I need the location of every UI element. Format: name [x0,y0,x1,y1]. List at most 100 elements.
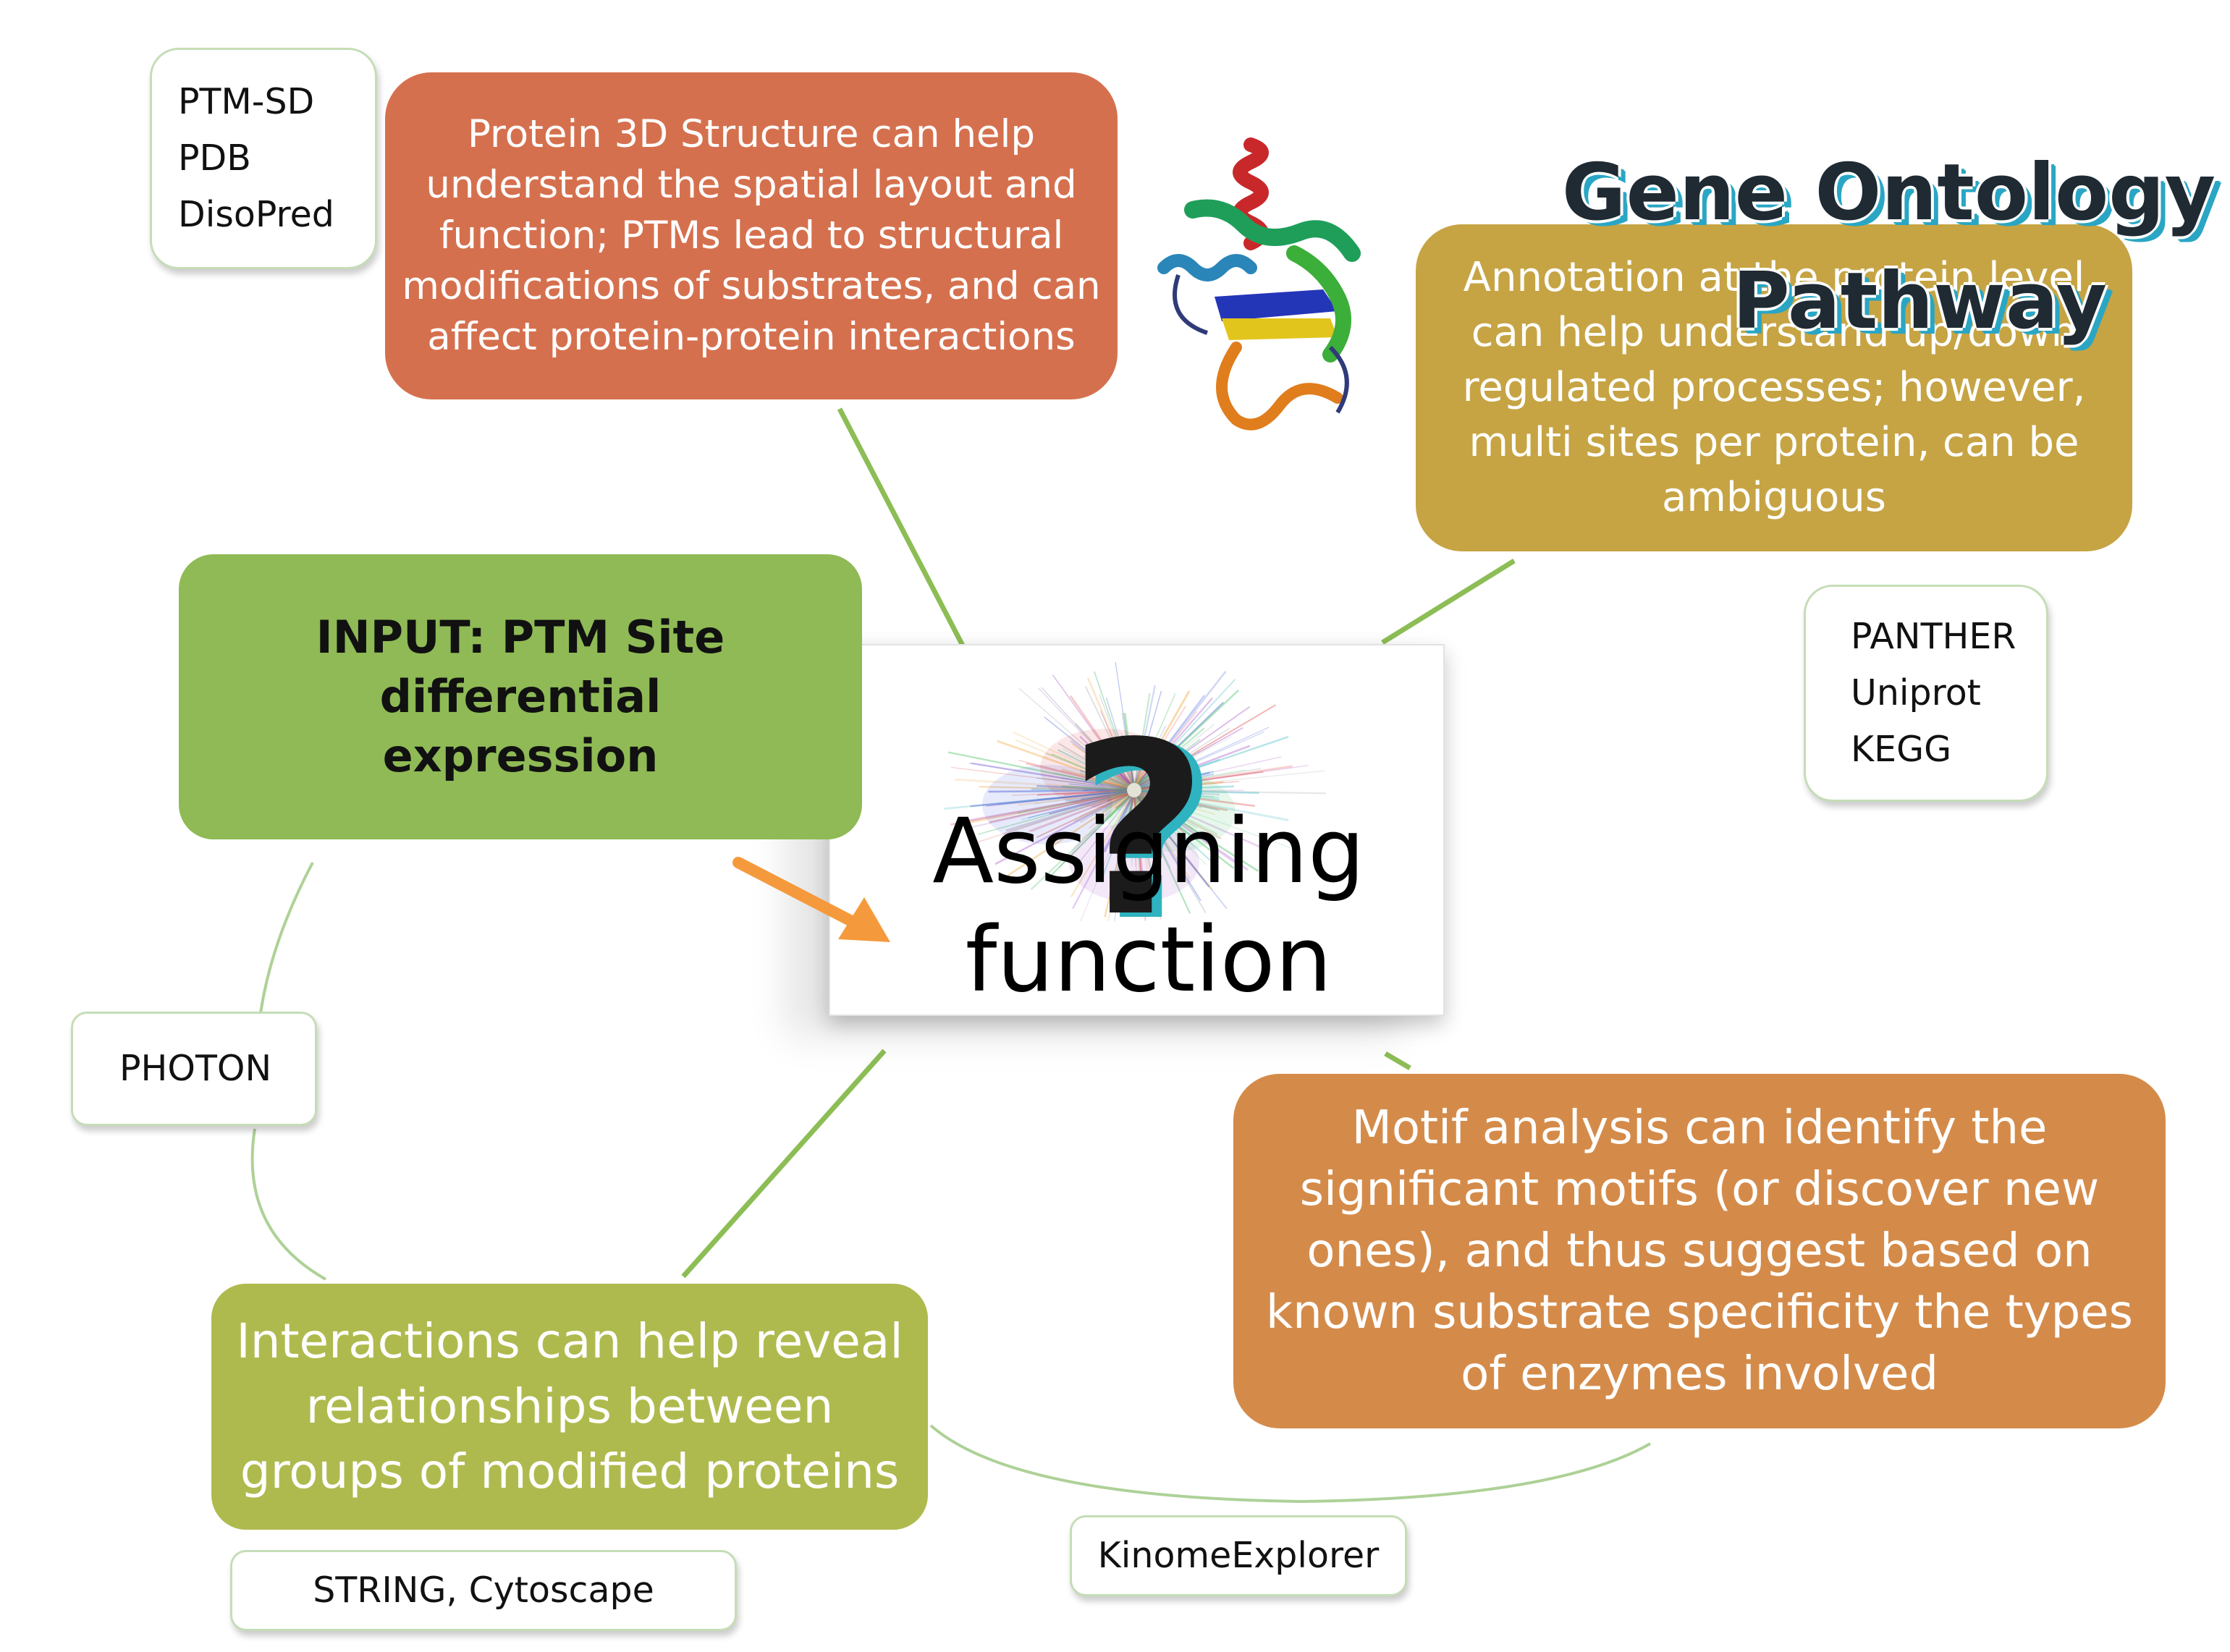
burst-ray [1080,769,1128,788]
burst-ray [1079,772,1128,789]
burst-ray [1139,794,1199,829]
interactions-tools-text: STRING, Cytoscape [313,1570,654,1611]
burst-ray [1074,794,1129,822]
burst-ray [1135,690,1162,784]
burst-ray [1070,740,1131,786]
burst-ray [1140,745,1251,788]
burst-ray [1115,661,1134,784]
burst-ray [1138,795,1196,840]
burst-ray [979,786,1128,791]
sheet-green-2 [1286,245,1351,363]
burst-ray [1136,796,1210,888]
burst-ray [1137,679,1236,785]
protein-structure-image [1157,137,1361,431]
burst-ray [1072,796,1133,910]
burst-ray [1072,743,1130,786]
burst-ray [1118,771,1131,785]
connector-structure [837,407,966,647]
input-node: INPUT: PTM Site differential expression [179,554,862,839]
burst-ray [1104,790,1128,793]
question-mark-icon: ? [1069,691,1208,969]
sheet-blue [1215,289,1338,321]
burst-ray [1051,753,1128,787]
connector-motif [1384,1051,1411,1071]
burst-ray [1136,796,1207,913]
burst-ray [1068,783,1128,790]
burst-ray [1139,766,1172,786]
burst-ray [1135,767,1144,784]
burst-ray [997,740,1128,788]
burst-glow [1069,823,1199,902]
burst-ray [1046,753,1128,787]
burst-ray [1141,769,1246,789]
burst-ray [1110,797,1134,904]
burst-ray [1139,795,1240,867]
gene-ontology-title: Gene Ontology Pathway [1521,30,2216,465]
burst-ray [1133,797,1136,867]
burst-ray [1090,768,1129,787]
burst-ray [1104,797,1134,918]
burst-ray [1139,793,1263,850]
burst-ray [1119,797,1134,851]
burst-ray [1139,706,1251,786]
burst-ray [1060,777,1128,789]
burst-ray [1095,792,1128,802]
input-node-text: INPUT: PTM Site differential expression [316,611,725,782]
burst-ray [1141,790,1220,800]
burst-ray [1112,797,1133,878]
burst-ray [1141,781,1224,790]
burst-ray [1141,783,1192,790]
burst-ray [966,791,1128,824]
burst-ray [1141,789,1326,795]
burst-ray [1141,780,1210,789]
burst-ray [1080,791,1128,800]
burst-ray [994,793,1129,865]
center-title: Assigning function [932,800,1365,1012]
burst-ray [1139,742,1217,787]
burst-ray [1141,785,1235,791]
burst-ray [970,790,1128,808]
burst-ray [1137,796,1152,813]
center-card: ? Assigning function [829,644,1445,1016]
burst-ray [1141,765,1309,789]
burst-ray [1141,783,1162,789]
annotation-tools-text: PANTHER Uniprot KEGG [1851,616,2016,770]
burst-ray [1127,757,1135,784]
burst-ray [1139,795,1179,820]
burst-ray [1053,772,1128,789]
burst-ray [1029,792,1128,832]
burst-ray [1140,792,1177,806]
burst-ray [1119,771,1131,784]
burst-ray [1082,755,1130,786]
burst-ray [988,789,1128,793]
burst-ray [1136,671,1227,784]
burst-ray [1141,771,1215,789]
burst-ray [1136,690,1191,784]
burst-ray [1141,781,1180,789]
burst-ray [1135,755,1148,784]
burst-ray [1141,771,1210,789]
burst-ray [1127,797,1135,839]
burst-ray [1139,704,1276,787]
burst-ray [1139,739,1201,786]
burst-ray [1080,794,1129,823]
burst-ray [1140,731,1264,787]
burst-ray [1141,784,1177,790]
burst-ray [1012,789,1128,796]
burst-ray [1102,781,1128,789]
burst-ray [1097,741,1132,784]
annotation-node-text: Annotation at the protein level can help… [1462,254,2086,521]
burst-ray [1136,796,1152,815]
burst-ray [1028,792,1128,818]
burst-ray [1134,797,1142,839]
motif-tool-text: KinomeExplorer [1097,1535,1380,1576]
burst-ray [1057,749,1129,787]
burst-ray [1141,789,1220,796]
structure-tools-box: PTM-SD PDB DisoPred [150,48,377,269]
burst-ray [1140,792,1185,808]
burst-ray [1102,768,1130,786]
burst-ray [1058,742,1130,787]
burst-ray [1017,791,1128,815]
burst-ray [1139,727,1243,787]
